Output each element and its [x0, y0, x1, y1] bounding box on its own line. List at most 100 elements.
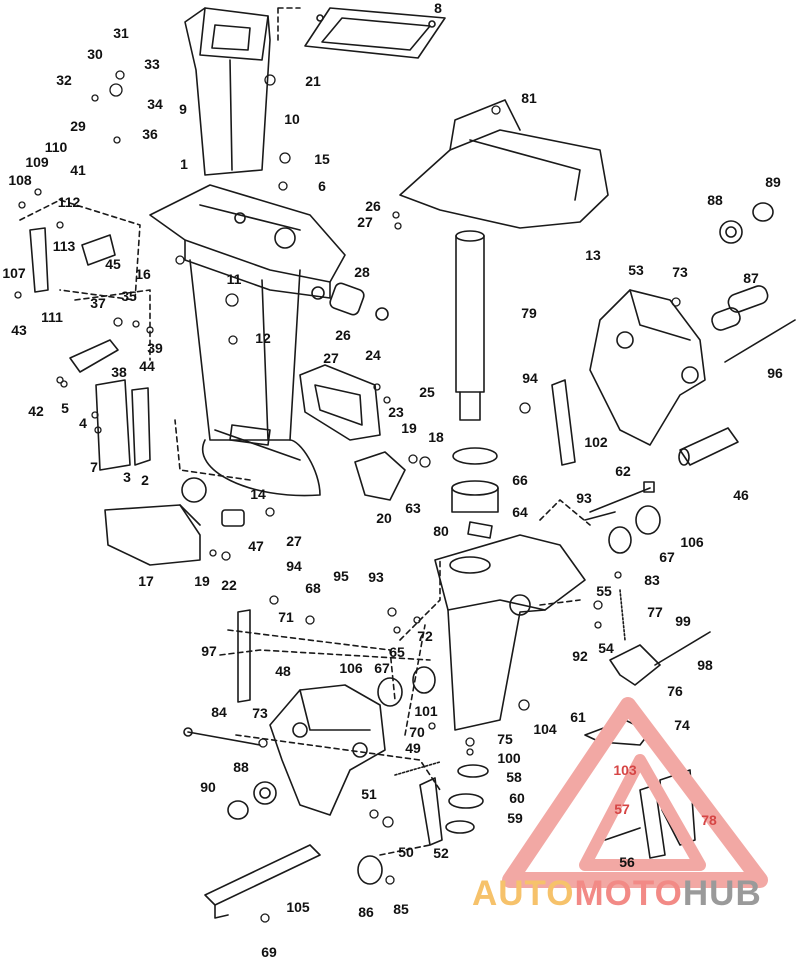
- rod-part-98: [654, 631, 711, 666]
- washer-part-106-upper: [635, 505, 661, 535]
- callout-label: 57: [614, 801, 630, 817]
- bushing-part-67-lower: [412, 666, 436, 694]
- bracket-part-24: [299, 364, 381, 441]
- callout-label: 10: [284, 111, 300, 127]
- callout-label: 25: [419, 384, 435, 400]
- callout-label: 78: [701, 812, 717, 828]
- callout-label: 63: [405, 500, 421, 516]
- mount-part-47: [221, 509, 245, 527]
- callout-label: 21: [305, 73, 321, 89]
- callout-label: 97: [201, 643, 217, 659]
- bushing-part-60: [448, 793, 484, 809]
- callout-label: 88: [707, 192, 723, 208]
- callout-label: 99: [675, 613, 691, 629]
- callout-label: 26: [365, 198, 381, 214]
- watermark-part-hub: HUB: [682, 874, 762, 913]
- callout-label: 6: [318, 178, 326, 194]
- callout-label: 112: [57, 194, 81, 210]
- callout-label: 17: [138, 573, 154, 589]
- lever-part-102: [551, 379, 576, 466]
- callout-label: 104: [533, 721, 557, 737]
- rod-part-62: [589, 481, 655, 513]
- callout-label: 94: [286, 558, 302, 574]
- callout-label: 42: [28, 403, 44, 419]
- callout-label: 19: [401, 420, 417, 436]
- watermark-brand-text: AUTOMOTOHUB: [472, 874, 762, 914]
- callout-label: 76: [667, 683, 683, 699]
- exhaust-housing-part-10: [184, 7, 271, 176]
- callout-label: 5: [61, 400, 69, 416]
- callout-label: 27: [286, 533, 302, 549]
- bushing-part-89: [752, 202, 774, 222]
- callout-label: 2: [141, 472, 149, 488]
- callout-label: 30: [87, 46, 103, 62]
- callout-label: 53: [628, 262, 644, 278]
- callout-label: 86: [358, 904, 374, 920]
- callout-label: 74: [674, 717, 690, 733]
- spring-part-49: [394, 761, 441, 776]
- plate-part-2: [131, 387, 151, 466]
- callout-label: 15: [314, 151, 330, 167]
- steering-tube-part-79: [455, 230, 485, 421]
- callout-label: 43: [11, 322, 27, 338]
- callout-label: 79: [521, 305, 537, 321]
- callout-label: 93: [576, 490, 592, 506]
- pin-part-57: [604, 827, 641, 841]
- callout-label: 60: [509, 790, 525, 806]
- callout-label: 49: [405, 740, 421, 756]
- callout-label: 26: [335, 327, 351, 343]
- rod-part-96: [724, 319, 796, 363]
- callout-label: 27: [323, 350, 339, 366]
- callout-label: 72: [417, 628, 433, 644]
- callout-label: 93: [368, 569, 384, 585]
- callout-label: 36: [142, 126, 158, 142]
- callout-label: 8: [434, 0, 442, 16]
- callout-label: 44: [139, 358, 155, 374]
- callout-label: 37: [90, 295, 106, 311]
- plate-part-3: [95, 379, 131, 471]
- bushing-part-63: [452, 447, 498, 465]
- callout-label: 84: [211, 704, 227, 720]
- callout-label: 31: [113, 25, 129, 41]
- callout-label: 94: [522, 370, 538, 386]
- latch-part-52: [419, 777, 443, 846]
- fasteners: [14, 70, 681, 923]
- callout-label: 33: [144, 56, 160, 72]
- callout-label: 23: [388, 404, 404, 420]
- callout-label: 32: [56, 72, 72, 88]
- bracket-part-111: [29, 227, 49, 293]
- callout-label: 75: [497, 731, 513, 747]
- swivel-bracket-part-80: [434, 534, 586, 731]
- callout-label: 85: [393, 901, 409, 917]
- callout-label: 34: [147, 96, 163, 112]
- callout-label: 98: [697, 657, 713, 673]
- callout-label: 59: [507, 810, 523, 826]
- callout-label: 48: [275, 663, 291, 679]
- callout-label: 108: [8, 172, 32, 188]
- callout-label: 69: [261, 944, 277, 960]
- callout-label: 107: [2, 265, 26, 281]
- callout-label: 16: [135, 266, 151, 282]
- lever-part-38: [69, 339, 119, 373]
- callout-label: 3: [123, 469, 131, 485]
- callout-label: 110: [44, 139, 68, 155]
- guide-lines: [19, 199, 591, 856]
- callout-label: 14: [250, 486, 266, 502]
- rod-part-84: [183, 727, 261, 746]
- callout-label: 102: [584, 434, 608, 450]
- callout-label: 83: [644, 572, 660, 588]
- callout-label: 101: [414, 703, 438, 719]
- nut-part-88-upper: [719, 220, 743, 244]
- callout-label: 61: [570, 709, 586, 725]
- callout-label: 51: [361, 786, 377, 802]
- callout-label: 55: [596, 583, 612, 599]
- callout-label: 38: [111, 364, 127, 380]
- callout-label: 106: [680, 534, 704, 550]
- callout-label: 109: [25, 154, 49, 170]
- bracket-part-20: [354, 451, 406, 501]
- nut-part-88-lower: [253, 781, 277, 805]
- callout-label: 12: [255, 330, 271, 346]
- bushing-part-90: [227, 800, 249, 820]
- clamp-bracket-part-53: [589, 289, 706, 446]
